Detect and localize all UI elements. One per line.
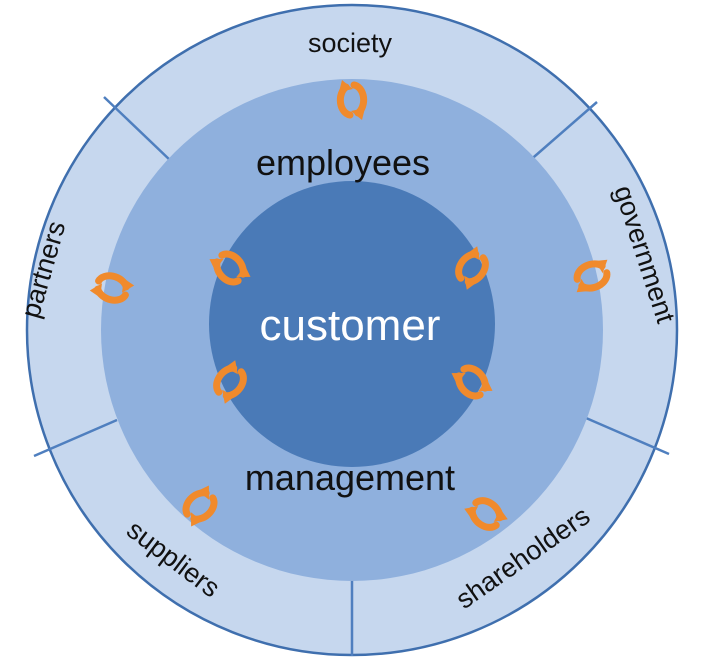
segment-dividers — [33, 96, 670, 656]
divider-society-government — [526, 101, 598, 164]
core-label: customer — [260, 301, 441, 350]
inner-ring-label-bottom: management — [245, 457, 455, 498]
divider-society-partners — [103, 96, 173, 163]
core-circle — [209, 181, 495, 467]
divider-suppliers-partners — [33, 418, 118, 458]
divider-government-shareholders — [585, 416, 670, 456]
segment-label-society: society — [308, 28, 393, 58]
inner-ring-label-top: employees — [256, 142, 430, 183]
